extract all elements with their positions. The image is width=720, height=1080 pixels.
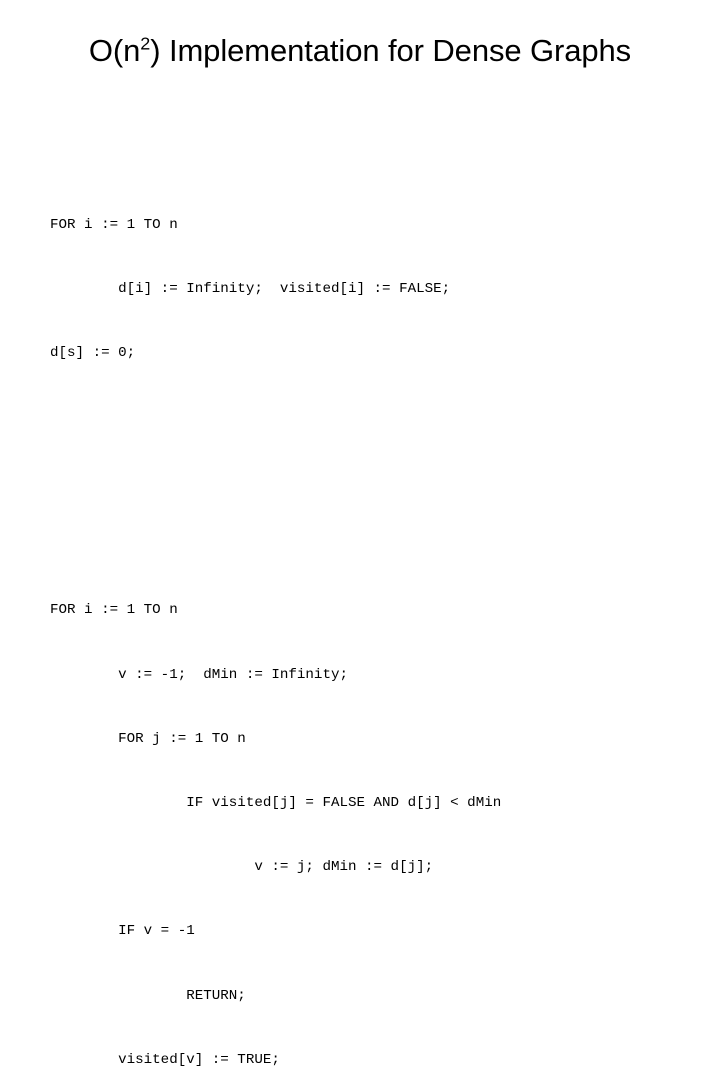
code-line: FOR i := 1 TO n [50, 602, 178, 619]
code-line: FOR i := 1 TO n [50, 217, 178, 234]
slide-canvas: O(n2) Implementation for Dense Graphs FO… [0, 33, 720, 1068]
code-line: v := j; dMin := d[j]; [50, 859, 434, 876]
code-line: visited[v] := TRUE; [50, 1051, 280, 1068]
code-block-main-loop: FOR i := 1 TO n v := -1; dMin := Infinit… [50, 558, 690, 1080]
code-block-separator [50, 472, 690, 493]
code-line: RETURN; [50, 987, 246, 1004]
title-base-after: ) Implementation for Dense Graphs [150, 33, 632, 68]
code-line: d[i] := Infinity; visited[i] := FALSE; [50, 281, 451, 298]
code-line: IF v = -1 [50, 923, 195, 940]
code-line: FOR j := 1 TO n [50, 730, 246, 747]
title-superscript: 2 [140, 33, 151, 54]
code-line: IF visited[j] = FALSE AND d[j] < dMin [50, 794, 502, 811]
page-title: O(n2) Implementation for Dense Graphs [0, 33, 720, 69]
title-base-before: O(n [88, 33, 141, 68]
code-line: d[s] := 0; [50, 345, 136, 362]
pseudocode-body: FOR i := 1 TO n d[i] := Infinity; visite… [50, 108, 690, 1080]
code-block-initialization: FOR i := 1 TO n d[i] := Infinity; visite… [50, 172, 690, 407]
code-line: v := -1; dMin := Infinity; [50, 666, 348, 683]
